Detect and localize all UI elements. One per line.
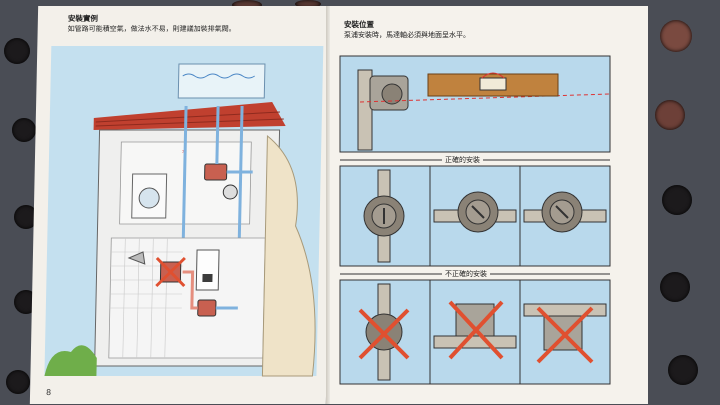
shower-head bbox=[127, 251, 146, 265]
pegboard-hole bbox=[662, 185, 692, 215]
bush bbox=[44, 345, 97, 376]
roof bbox=[93, 102, 286, 130]
hillside bbox=[261, 134, 316, 377]
pegboard-hole bbox=[12, 118, 36, 142]
left-page: 安裝實例 如管路可能積空氣，做法水不易，則建議加裝排氣閥。 * bbox=[29, 6, 335, 404]
correct-installation-label: 正確的安裝 bbox=[442, 155, 483, 165]
pegboard-hole bbox=[668, 355, 698, 385]
pegboard-hole bbox=[295, 0, 321, 8]
installation-position-diagrams bbox=[339, 55, 611, 385]
water-tank bbox=[177, 63, 266, 99]
pump-icon bbox=[433, 191, 517, 233]
incorrect-installation-label: 不正確的安裝 bbox=[442, 269, 490, 279]
left-page-caption: 如管路可能積空氣，做法水不易，則建議加裝排氣閥。 bbox=[67, 25, 236, 33]
pegboard-hole bbox=[232, 0, 262, 10]
upper-pump bbox=[204, 163, 228, 181]
left-page-heading: 安裝實例 bbox=[67, 14, 99, 23]
bathroom bbox=[108, 237, 266, 359]
pump-icon bbox=[363, 169, 405, 263]
pegboard-hole bbox=[655, 100, 685, 130]
pegboard-hole bbox=[4, 38, 30, 64]
lower-pump bbox=[197, 299, 217, 317]
right-page: 安裝位置 泵浦安裝時，馬達軸必須與地面呈水平。 bbox=[330, 6, 648, 404]
right-page-caption: 泵浦安裝時，馬達軸必須與地面呈水平。 bbox=[344, 31, 470, 39]
page-number: 8 bbox=[45, 388, 52, 397]
pegboard-hole bbox=[660, 20, 692, 52]
pressure-gauge bbox=[222, 184, 238, 200]
water-heater bbox=[195, 249, 220, 291]
pegboard-hole bbox=[660, 272, 690, 302]
manual-booklet: 安裝實例 如管路可能積空氣，做法水不易，則建議加裝排氣閥。 * bbox=[29, 6, 652, 404]
right-page-heading: 安裝位置 bbox=[344, 20, 374, 29]
pump-icon bbox=[523, 191, 607, 233]
installation-example-illustration: * bbox=[44, 46, 324, 377]
pegboard-hole bbox=[6, 370, 30, 394]
